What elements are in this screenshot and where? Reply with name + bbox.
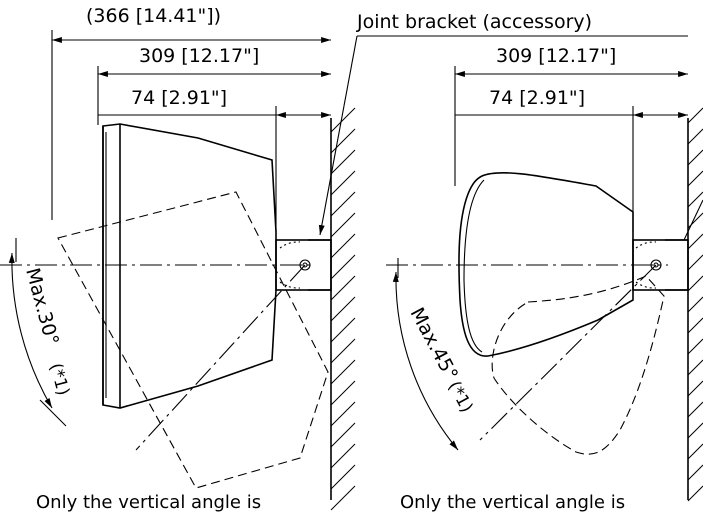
hatch-line (687, 233, 703, 250)
right-dim-bracket-label: 74 [2.91"] (489, 87, 585, 109)
right-dimension-bracket: 74 [2.91"] (455, 87, 688, 232)
hatch-line (330, 317, 356, 343)
hatch-line (687, 170, 703, 187)
dim-depth-label: 309 [12.17"] (139, 45, 259, 67)
left-speaker-body (102, 123, 277, 409)
hatch-line (330, 107, 356, 133)
left-tilt-axis (135, 264, 306, 451)
hatch-line (687, 317, 703, 334)
hatch-line (330, 380, 356, 406)
hatch-line (687, 338, 703, 355)
hatch-line (687, 296, 703, 313)
hatch-line (330, 149, 356, 175)
hatch-line (330, 359, 356, 385)
hatch-line (330, 254, 356, 280)
hatch-line (687, 464, 703, 481)
right-dimension-depth: 309 [12.17"] (454, 45, 688, 186)
left-caption: Only the vertical angle is (36, 492, 261, 513)
hatch-line (330, 422, 356, 448)
hatch-line (687, 401, 703, 418)
left-angle-label: Max.30° (21, 266, 63, 348)
hatch-line (330, 296, 356, 322)
right-wall (687, 107, 703, 502)
hatch-line (687, 443, 703, 460)
hatch-line (687, 380, 703, 397)
hatch-line (687, 359, 703, 376)
joint-bracket-callout: Joint bracket (accessory) (318, 11, 703, 241)
right-angle-label: Max.45° (406, 304, 463, 384)
hatch-line (687, 485, 703, 502)
left-wall-hatching (330, 107, 356, 511)
right-wall-hatching (687, 107, 703, 502)
hatch-line (330, 485, 356, 511)
right-tilted-outline (491, 275, 665, 455)
hatch-line (687, 191, 703, 208)
hatch-line (330, 212, 356, 238)
right-speaker-body (458, 171, 634, 357)
left-view: (366 [14.41"]) 309 [12.17"] 74 [2.91"] (0, 5, 356, 513)
hatch-line (687, 107, 703, 124)
hatch-line (330, 401, 356, 427)
left-dimension-bracket: 74 [2.91"] (98, 87, 331, 232)
hatch-line (687, 254, 703, 271)
hatch-line (687, 422, 703, 439)
right-tilt-axis (479, 264, 657, 441)
hatch-line (330, 338, 356, 364)
right-dim-depth-label: 309 [12.17"] (496, 45, 616, 67)
hatch-line (330, 233, 356, 259)
right-view: Joint bracket (accessory) 309 [12.17"] 7… (318, 11, 703, 513)
hatch-line (687, 149, 703, 166)
left-angle-note: (*1) (45, 361, 73, 398)
hatch-line (330, 464, 356, 490)
hatch-line (330, 170, 356, 196)
right-angle-note: (*1) (444, 378, 477, 416)
left-angle-marker: Max.30° (*1) (8, 238, 73, 427)
right-caption: Only the vertical angle is (400, 492, 625, 513)
hatch-line (330, 191, 356, 217)
left-dimension-depth: 309 [12.17"] (97, 45, 331, 125)
hatch-line (330, 443, 356, 469)
callout-label: Joint bracket (accessory) (356, 11, 592, 33)
hatch-line (330, 275, 356, 301)
hatch-line (687, 275, 703, 292)
dim-overall-label: (366 [14.41"]) (86, 5, 221, 27)
hatch-line (687, 128, 703, 145)
hatch-line (330, 128, 356, 154)
left-wall (330, 107, 356, 511)
left-dimension-overall: (366 [14.41"]) (51, 5, 331, 220)
left-tilted-outline (57, 191, 329, 489)
dim-bracket-label: 74 [2.91"] (131, 87, 227, 109)
left-joint-bracket (275, 239, 332, 291)
